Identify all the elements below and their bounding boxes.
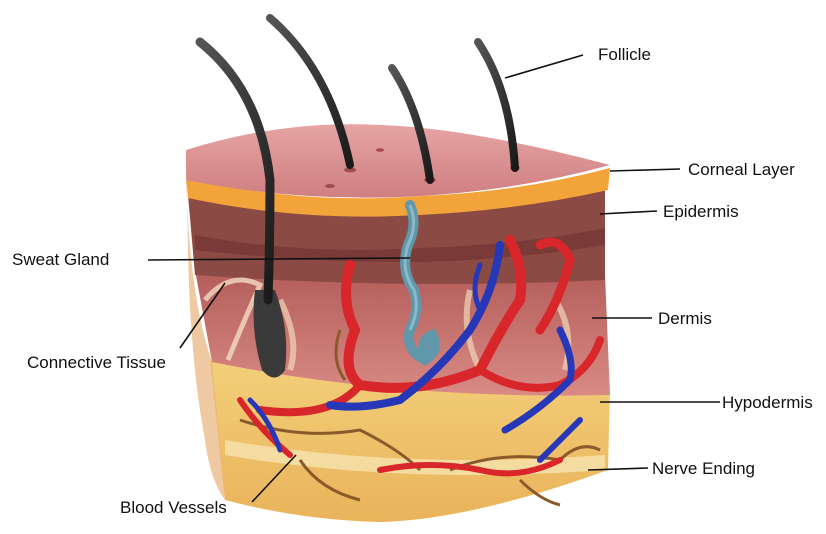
label-blood-vessels: Blood Vessels: [120, 498, 227, 518]
label-corneal-layer: Corneal Layer: [688, 160, 795, 180]
label-sweat-gland: Sweat Gland: [12, 250, 109, 270]
corneal-leader: [610, 169, 680, 171]
label-connective-tissue: Connective Tissue: [27, 353, 166, 373]
label-dermis: Dermis: [658, 309, 712, 329]
epidermis-leader: [600, 211, 657, 214]
label-hypodermis: Hypodermis: [722, 393, 813, 413]
label-follicle: Follicle: [598, 45, 651, 65]
label-epidermis: Epidermis: [663, 202, 739, 222]
label-nerve-ending: Nerve Ending: [652, 459, 755, 479]
follicle-leader: [505, 55, 583, 78]
